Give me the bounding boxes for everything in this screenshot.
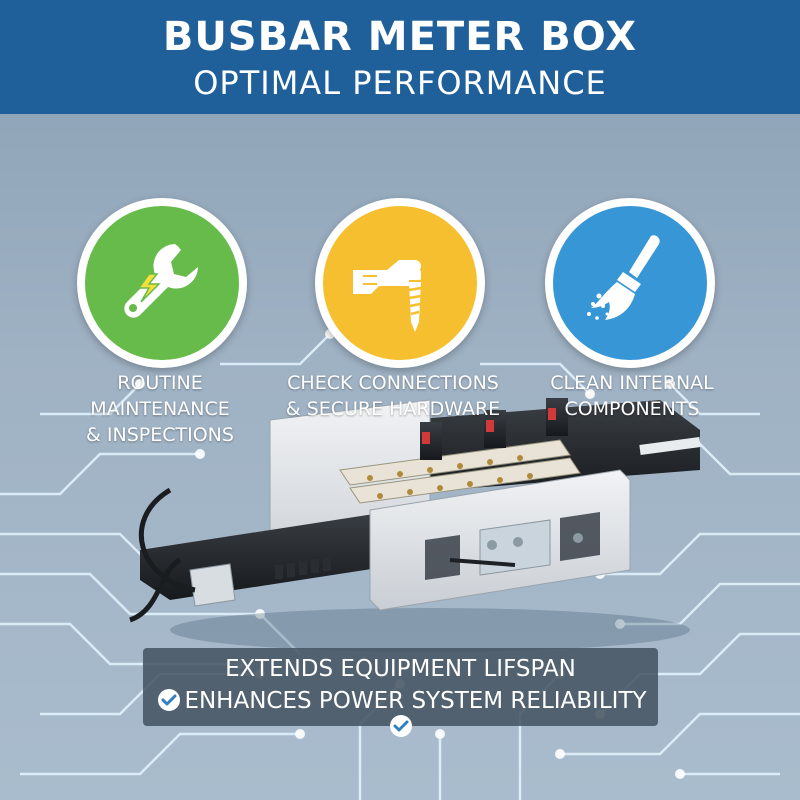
page-title: BUSBAR METER BOX bbox=[162, 14, 638, 60]
check-circle-icon bbox=[389, 715, 412, 737]
brush-icon bbox=[587, 235, 660, 320]
benefit-reliability-row: ENHANCES POWER SYSTEM RELIABILITY bbox=[143, 688, 658, 737]
hand-screw-icon bbox=[353, 260, 422, 332]
cleaning-label-line1: CLEAN INTERNAL bbox=[550, 372, 714, 394]
header-banner: BUSBAR METER BOX OPTIMAL PERFORMANCE bbox=[0, 0, 800, 114]
cleaning-label-line2: COMPONENTS bbox=[564, 398, 700, 420]
maintenance-label-line2: & INSPECTIONS bbox=[86, 424, 234, 446]
maintenance-label-line1: ROUTINE MAINTENANCE bbox=[90, 372, 230, 420]
connections-badge bbox=[315, 198, 485, 368]
connections-label: CHECK CONNECTIONS & SECURE HARDWARE bbox=[278, 370, 508, 422]
connections-label-line2: & SECURE HARDWARE bbox=[285, 398, 501, 420]
maintenance-label: ROUTINE MAINTENANCE & INSPECTIONS bbox=[45, 370, 275, 448]
benefits-banner: EXTENDS EQUIPMENT LIFSPAN ENHANCES POWER… bbox=[143, 648, 658, 737]
check-circle-icon bbox=[158, 689, 181, 711]
benefit-lifespan: EXTENDS EQUIPMENT LIFSPAN bbox=[225, 656, 576, 682]
cleaning-badge bbox=[545, 198, 715, 368]
wrench-lightning-icon bbox=[124, 244, 198, 318]
page-subtitle: OPTIMAL PERFORMANCE bbox=[193, 64, 607, 102]
benefit-reliability: ENHANCES POWER SYSTEM RELIABILITY bbox=[184, 688, 647, 714]
connections-label-line1: CHECK CONNECTIONS bbox=[287, 372, 499, 394]
busbar-meter-box-illustration bbox=[129, 398, 701, 652]
maintenance-badge bbox=[77, 198, 247, 368]
cleaning-label: CLEAN INTERNAL COMPONENTS bbox=[517, 370, 747, 422]
